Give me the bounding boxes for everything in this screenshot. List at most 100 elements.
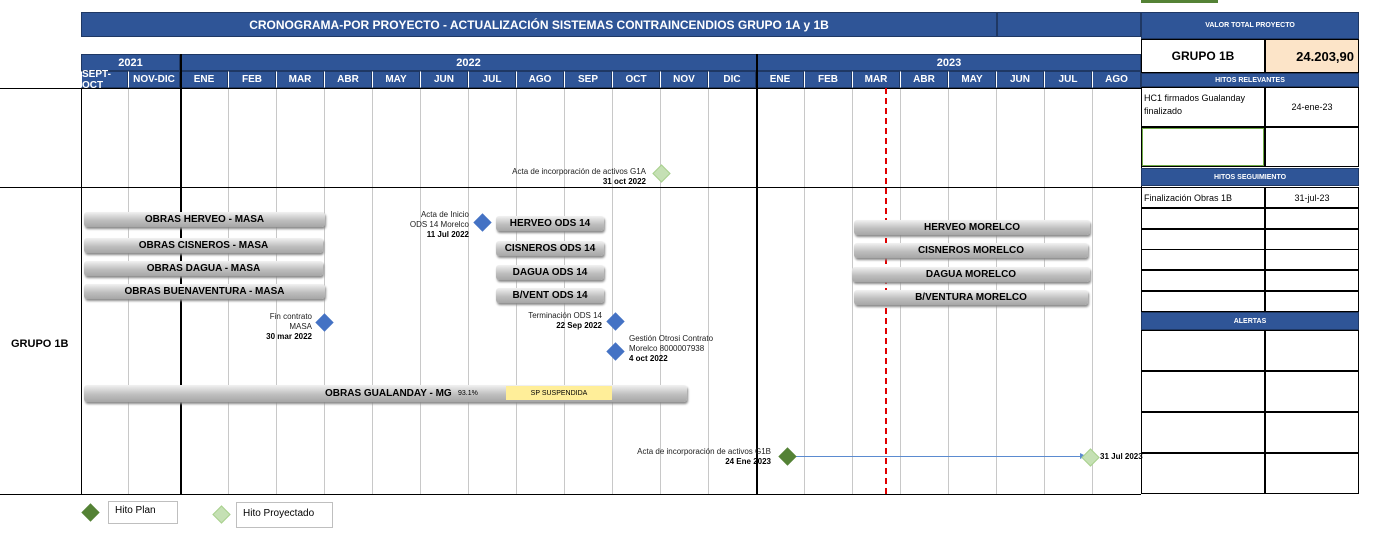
seguimiento-row-0-date[interactable]: 31-jul-23 (1265, 187, 1359, 208)
acta-inicio-text: Acta de Inicio (420, 210, 469, 219)
bar-cisneros-morelco[interactable]: CISNEROS MORELCO (854, 243, 1088, 258)
milestone-acta-g1b-diamond[interactable] (778, 447, 797, 466)
alerta-row-3-date[interactable] (1265, 453, 1359, 494)
seguimiento-row-3-date[interactable] (1265, 249, 1359, 271)
milestone-acta-g1b-label: Acta de incorporación de activos G1B 24 … (637, 447, 771, 467)
alerta-row-0-date[interactable] (1265, 330, 1359, 371)
row-divider-mid (0, 187, 1141, 188)
month-17: ABR (900, 71, 948, 88)
bar-dagua-ods[interactable]: DAGUA ODS 14 (496, 265, 604, 280)
milestone-projected-end-diamond[interactable] (1081, 448, 1100, 467)
seguimiento-row-5-date[interactable] (1265, 291, 1359, 312)
grid-column-line (468, 88, 469, 494)
alerta-row-2-text[interactable] (1141, 412, 1265, 453)
grid-column-line (804, 88, 805, 494)
valor-header: VALOR TOTAL PROYECTO (1141, 12, 1359, 39)
legend-proyectado-icon (212, 505, 231, 524)
page-title: CRONOGRAMA-POR PROYECTO - ACTUALIZACIÓN … (81, 12, 997, 37)
bar-gualanday-label: OBRAS GUALANDAY - MG (325, 388, 452, 399)
acta-g1b-date: 24 Ene 2023 (725, 457, 771, 466)
group-label: GRUPO 1B (11, 338, 69, 350)
legend-plan-icon (81, 503, 100, 522)
seguimiento-row-3-text[interactable] (1141, 249, 1265, 271)
hito-relevante-empty[interactable] (1141, 127, 1265, 167)
month-4: MAR (276, 71, 324, 88)
seguimiento-row-4-date[interactable] (1265, 270, 1359, 292)
gestion-text2: Morelco 8000007938 (629, 344, 705, 353)
seguimiento-row-4-text[interactable] (1141, 270, 1265, 292)
grid-column-line (420, 88, 421, 494)
seguimiento-row-5-text[interactable] (1141, 291, 1265, 312)
alerta-row-3-text[interactable] (1141, 453, 1265, 494)
bar-gualanday[interactable]: OBRAS GUALANDAY - MG 93.1% SP SUSPENDIDA (84, 385, 687, 402)
milestone-terminacion-label: Terminación ODS 14 22 Sep 2022 (528, 311, 602, 331)
acta-g1b-text: Acta de incorporación de activos G1B (637, 447, 771, 456)
month-1: NOV-DIC (128, 71, 180, 88)
bar-bvent-ods[interactable]: B/VENT ODS 14 (496, 288, 604, 303)
legend-proyectado-label: Hito Proyectado (236, 502, 333, 528)
legend-plan-label: Hito Plan (108, 501, 178, 524)
alerta-row-1-date[interactable] (1265, 371, 1359, 412)
seguimiento-row-0-text[interactable]: Finalización Obras 1B (1141, 187, 1265, 208)
row-divider-bottom (0, 494, 1141, 495)
hito-relevante-empty-date[interactable] (1265, 127, 1359, 167)
seguimiento-row-2-date[interactable] (1265, 228, 1359, 250)
acta-g1a-text: Acta de incorporación de activos G1A (512, 167, 646, 176)
terminacion-date: 22 Sep 2022 (556, 321, 602, 330)
bar-buenaventura-masa[interactable]: OBRAS BUENAVENTURA - MASA (84, 284, 325, 299)
alertas-header: ALERTAS (1141, 312, 1359, 330)
alerta-row-2-date[interactable] (1265, 412, 1359, 453)
bar-herveo-morelco[interactable]: HERVEO MORELCO (854, 220, 1090, 235)
milestone-acta-g1a-diamond[interactable] (652, 164, 671, 183)
milestone-terminacion-diamond[interactable] (606, 312, 625, 331)
month-2: ENE (180, 71, 228, 88)
milestone-acta-inicio-diamond[interactable] (473, 213, 492, 232)
bar-bventura-morelco[interactable]: B/VENTURA MORELCO (854, 290, 1088, 305)
grid-column-line (852, 88, 853, 494)
gestion-text: Gestión Otrosi Contrato (629, 334, 714, 343)
month-14: ENE (756, 71, 804, 88)
fin-contrato-text2: MASA (289, 322, 312, 331)
grid-column-line (372, 88, 373, 494)
month-0: SEPT-OCT (81, 69, 128, 91)
bar-herveo-ods[interactable]: HERVEO ODS 14 (496, 216, 604, 231)
title-extension (997, 12, 1141, 37)
year-divider-2023 (756, 54, 758, 494)
bar-herveo-masa[interactable]: OBRAS HERVEO - MASA (84, 212, 325, 227)
bar-cisneros-masa[interactable]: OBRAS CISNEROS - MASA (84, 238, 323, 253)
milestone-gestion-diamond[interactable] (606, 342, 625, 361)
bar-dagua-masa[interactable]: OBRAS DAGUA - MASA (84, 261, 323, 276)
row-divider-top (0, 88, 1141, 89)
seguimiento-row-1-text[interactable] (1141, 207, 1265, 229)
grid-column-line (708, 88, 709, 494)
hitos-seguimiento-header: HITOS SEGUIMIENTO (1141, 168, 1359, 186)
seguimiento-row-1-date[interactable] (1265, 207, 1359, 229)
grid-column-line (660, 88, 661, 494)
bar-cisneros-ods[interactable]: CISNEROS ODS 14 (496, 241, 604, 256)
grupo-cell: GRUPO 1B (1141, 39, 1265, 73)
hito-relevante-date: 24-ene-23 (1265, 87, 1359, 127)
month-16: MAR (852, 71, 900, 88)
milestone-gestion-label: Gestión Otrosi Contrato Morelco 80000079… (629, 334, 713, 364)
month-5: ABR (324, 71, 372, 88)
milestone-fin-contrato-diamond[interactable] (315, 313, 334, 332)
projected-end-date: 31 Jul 2023 (1100, 452, 1143, 461)
valor-cell: 24.203,90 (1265, 39, 1359, 73)
bar-dagua-morelco[interactable]: DAGUA MORELCO (852, 267, 1090, 282)
year-2022: 2022 (180, 54, 757, 71)
projection-arrow (795, 456, 1085, 457)
seguimiento-row-2-text[interactable] (1141, 228, 1265, 250)
terminacion-text: Terminación ODS 14 (528, 311, 602, 320)
year-2021: 2021 (81, 54, 180, 71)
alerta-row-1-text[interactable] (1141, 371, 1265, 412)
month-15: FEB (804, 71, 852, 88)
acta-g1a-date: 31 oct 2022 (602, 177, 646, 186)
month-8: JUL (468, 71, 516, 88)
month-7: JUN (420, 71, 468, 88)
alerta-row-0-text[interactable] (1141, 330, 1265, 371)
fin-contrato-text: Fin contrato (269, 312, 312, 321)
grid-column-line (81, 88, 82, 494)
status-badge: SP SUSPENDIDA (506, 386, 612, 400)
month-19: JUN (996, 71, 1044, 88)
